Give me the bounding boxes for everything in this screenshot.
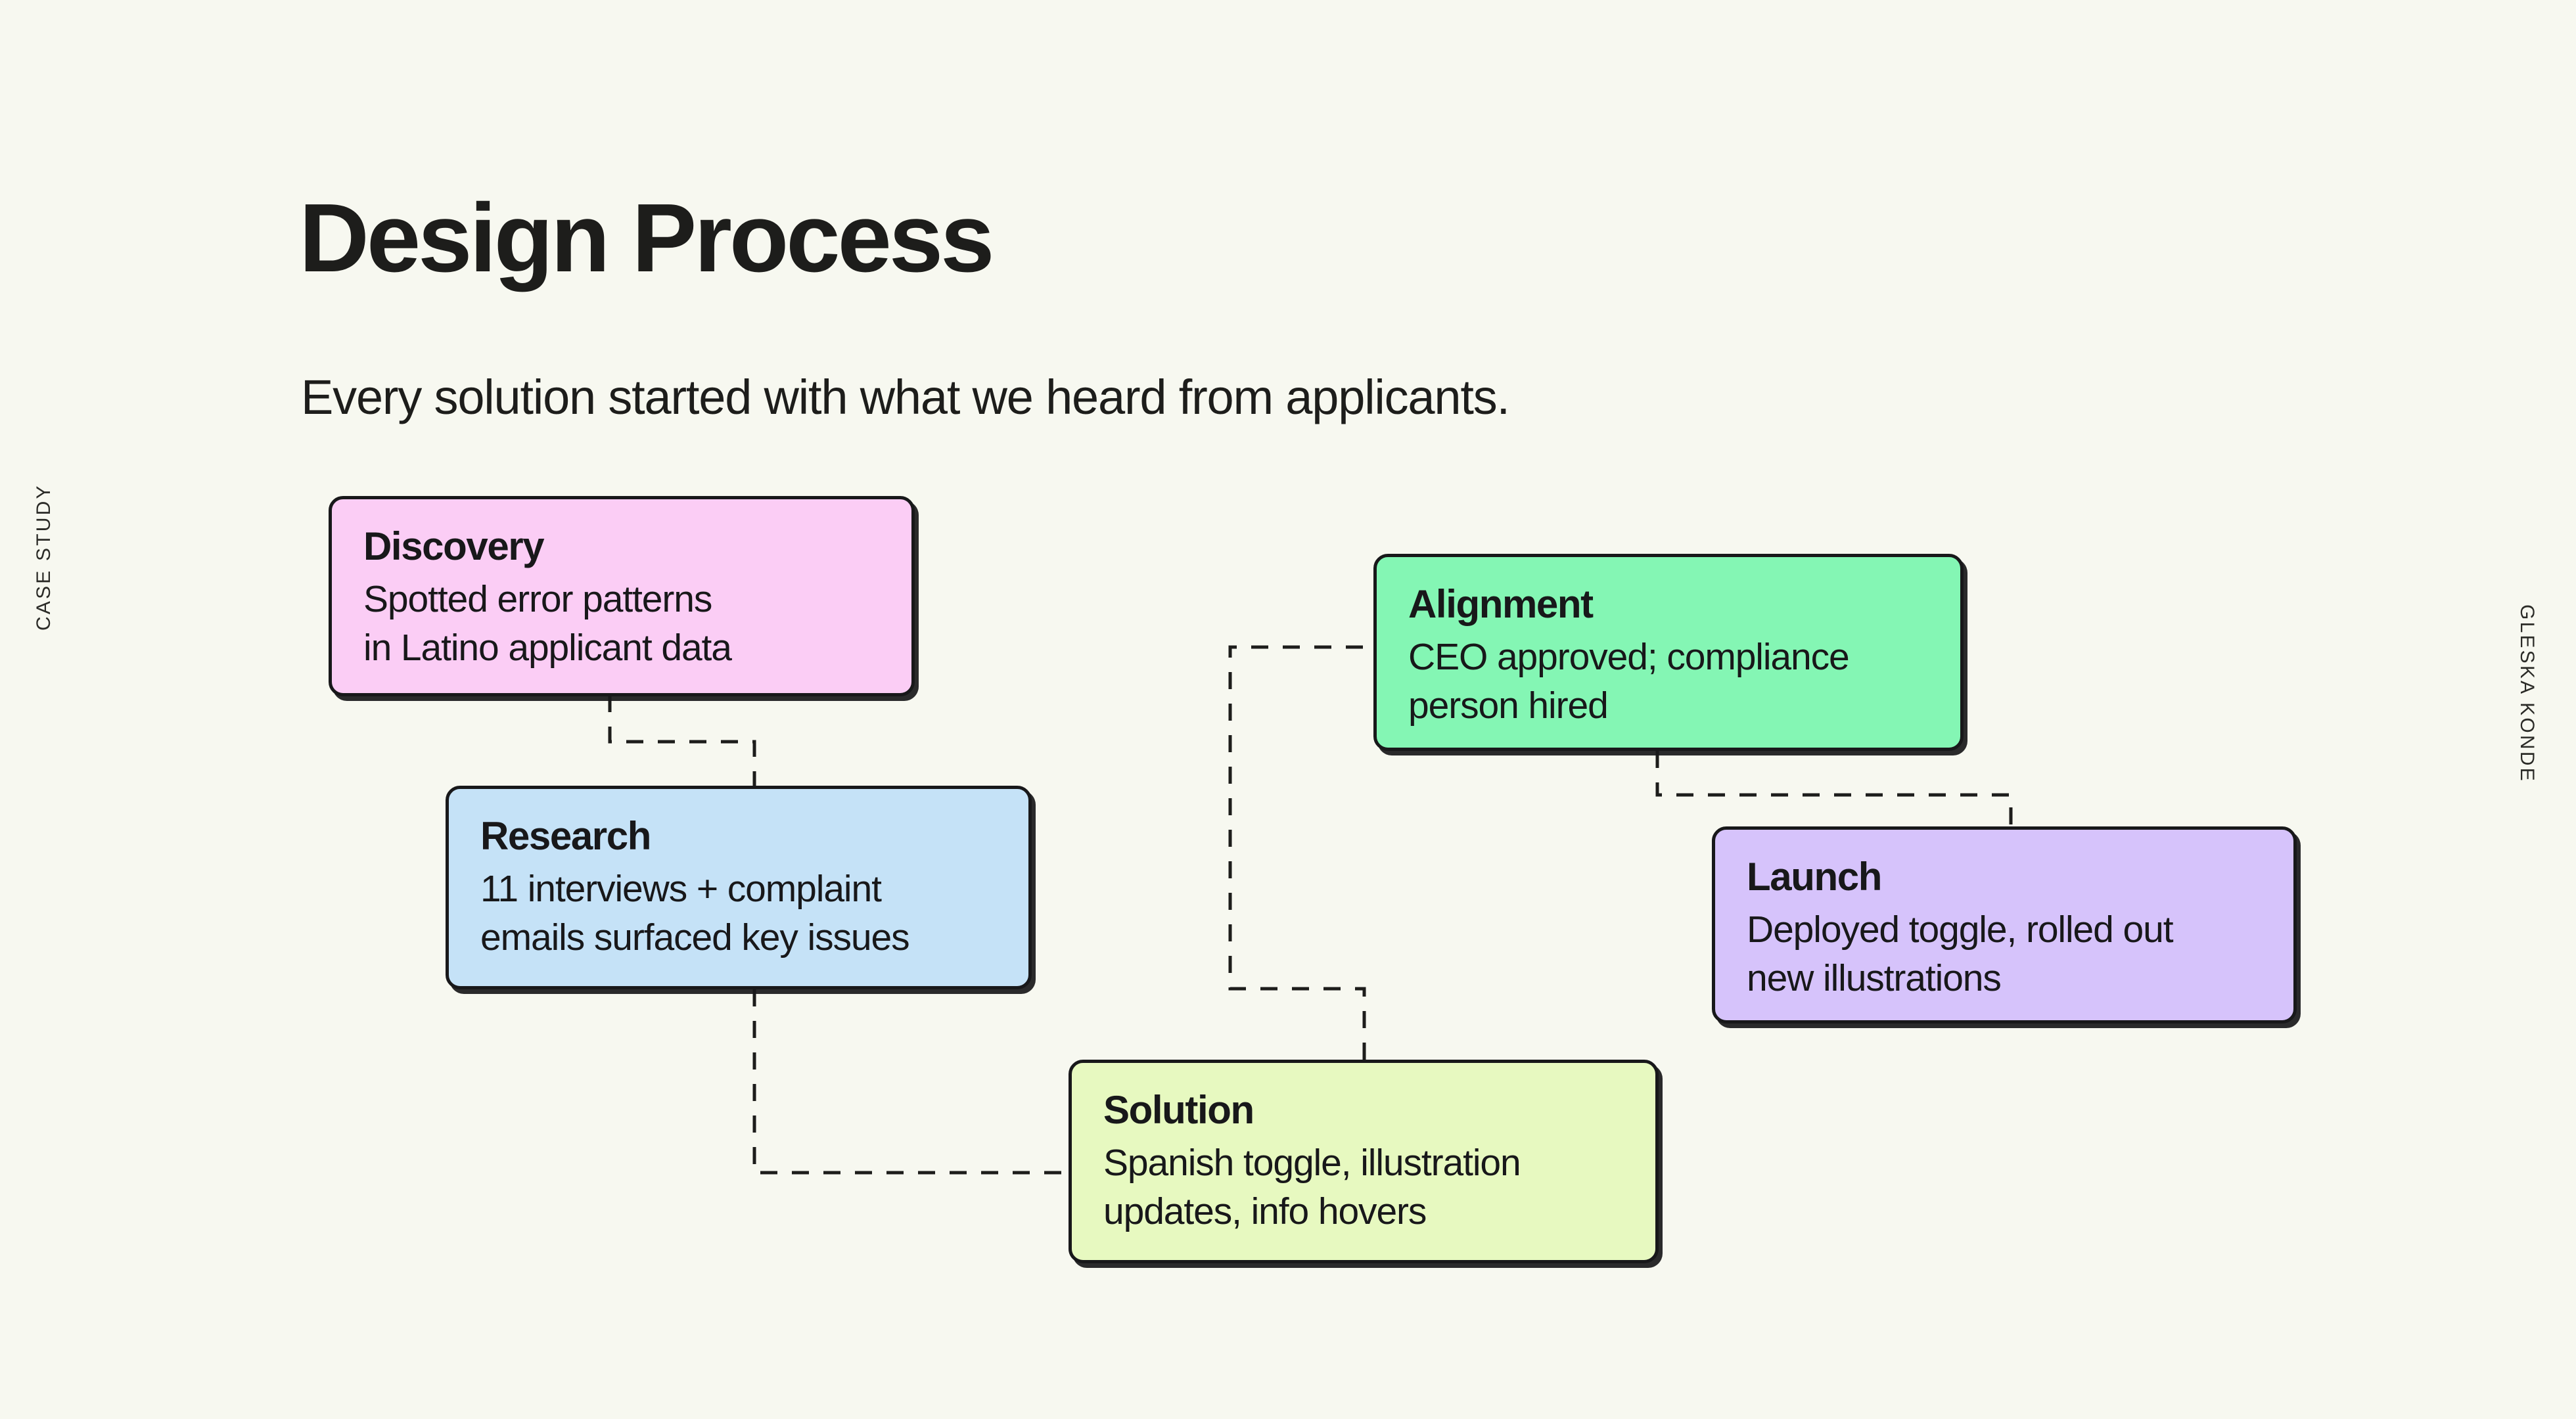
flow-card-launch-title: Launch (1747, 855, 1882, 899)
flow-card-launch[interactable]: Launch Deployed toggle, rolled out new i… (1712, 826, 2297, 1024)
side-rail-author: GLESKA KONDE (2516, 604, 2538, 783)
flow-card-solution[interactable]: Solution Spanish toggle, illustration up… (1069, 1060, 1659, 1263)
connector-research-solution (752, 989, 1069, 1175)
page-subtitle: Every solution started with what we hear… (301, 370, 1510, 424)
flow-card-solution-body: Spanish toggle, illustration updates, in… (1103, 1142, 1521, 1233)
flow-card-alignment-body: CEO approved; compliance person hired (1408, 636, 1850, 727)
flow-card-discovery-body: Spotted error patterns in Latino applica… (363, 578, 732, 669)
flow-card-discovery-title: Discovery (363, 524, 545, 568)
connector-solution-alignment (1228, 645, 1373, 1060)
connector-discovery-research (608, 695, 756, 786)
page-title: Design Process (299, 184, 995, 293)
flow-card-solution-title: Solution (1103, 1088, 1254, 1132)
connector-alignment-launch (1655, 751, 2013, 826)
flow-card-alignment-title: Alignment (1408, 582, 1594, 626)
flow-card-alignment[interactable]: Alignment CEO approved; compliance perso… (1373, 554, 1964, 751)
flow-card-research[interactable]: Research 11 interviews + complaint email… (446, 786, 1032, 989)
flow-card-research-body: 11 interviews + complaint emails surface… (480, 868, 910, 959)
flow-card-launch-body: Deployed toggle, rolled out new illustra… (1747, 909, 2174, 1000)
side-rail-case-study: CASE STUDY (33, 484, 55, 631)
flow-card-research-title: Research (480, 814, 651, 858)
flow-card-discovery[interactable]: Discovery Spotted error patterns in Lati… (329, 496, 915, 696)
